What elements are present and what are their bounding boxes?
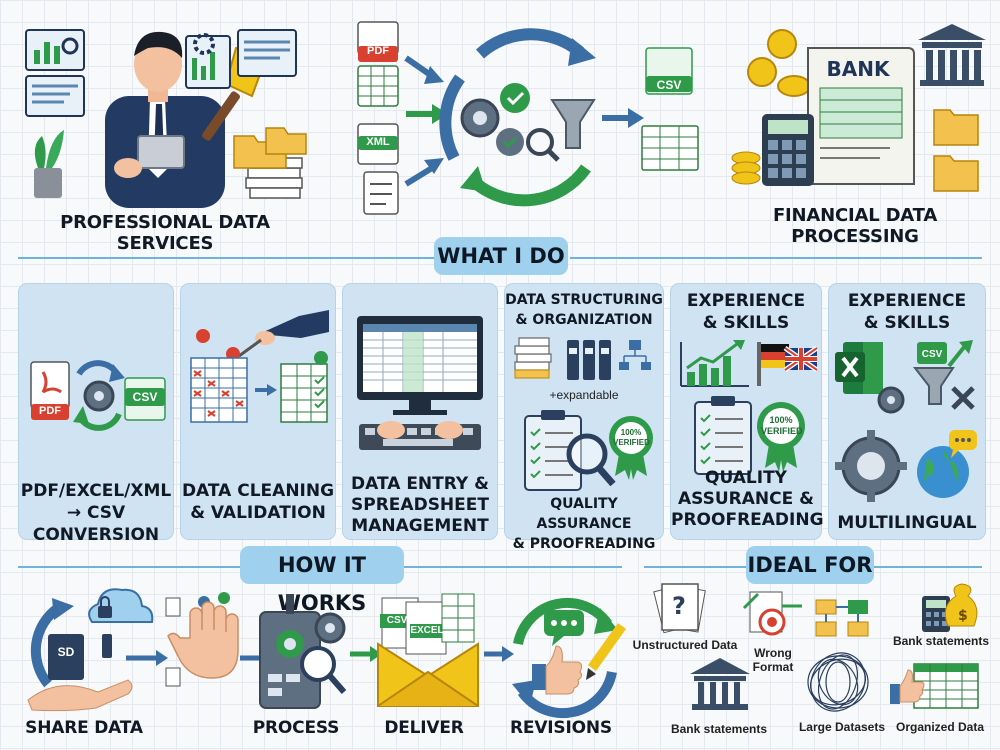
xml-badge: XML — [366, 136, 390, 148]
panel-title-top: DATA STRUCTURING & ORGANIZATION — [505, 292, 663, 328]
ideal-unstructured-data: Unstructured Data — [632, 638, 738, 652]
professional-caption: PROFESSIONAL DATA SERVICES — [60, 212, 270, 254]
ideal-bank-statements-right: Bank statements — [892, 634, 990, 648]
financial-caption: FINANCIAL DATA PROCESSING — [772, 205, 938, 247]
data-cleaning-icon — [190, 310, 329, 423]
ideal-large-datasets: Large Datasets — [798, 720, 886, 734]
service-card-data-entry: DATA ENTRY & SPREADSHEET MANAGEMENT — [342, 283, 498, 540]
qa-clipboard-icon — [524, 410, 653, 491]
step-process: PROCESS — [252, 718, 340, 738]
verified-seal-text: 100% VERIFIED — [613, 428, 650, 447]
service-card-structuring: DATA STRUCTURING & ORGANIZATION +expanda… — [504, 283, 664, 552]
panel-title-bottom: QUALITY ASSURANCE & PROOFREADING — [671, 468, 824, 530]
csv-badge: CSV — [132, 390, 158, 404]
how-divider-left — [18, 566, 248, 568]
svg-text:?: ? — [672, 592, 686, 620]
ideal-divider-right — [874, 566, 982, 568]
ideal-divider-left — [644, 566, 748, 568]
service-card-multilingual: EXPERIENCE & SKILLS CSV MULTILINGUAL — [828, 283, 986, 540]
expandable-note: +expandable — [549, 388, 619, 402]
excel-tools-icon — [835, 340, 975, 414]
step-share-data: SHARE DATA — [25, 718, 143, 738]
service-card-cleaning: DATA CLEANING & VALIDATION — [180, 283, 336, 540]
service-card-experience-qa: EXPERIENCE & SKILLS 100% VERIFIED QUALIT… — [670, 283, 824, 540]
divider-right — [570, 257, 982, 259]
ideal-for-heading: IDEAL FOR — [746, 546, 874, 584]
computer-keyboard-icon — [357, 316, 483, 450]
csv-badge: CSV — [921, 349, 943, 360]
verified-seal-text: 100% VERIFIED — [761, 415, 803, 436]
panel-title-bottom: QUALITY ASSURANCE & PROOFREADING — [512, 496, 656, 552]
panel-title-top: EXPERIENCE & SKILLS — [847, 291, 967, 333]
panel-title: DATA CLEANING & VALIDATION — [181, 481, 335, 523]
panel-title: PDF/EXCEL/XML → CSV CONVERSION — [20, 481, 172, 545]
what-i-do-heading: WHAT I DO — [434, 237, 568, 275]
conversion-icon — [30, 360, 166, 431]
svg-text:$: $ — [958, 608, 968, 624]
ideal-organized-data: Organized Data — [895, 720, 985, 734]
panel-title-bottom: MULTILINGUAL — [837, 513, 977, 533]
service-card-conversion: PDF CSV PDF/EXCEL/XML → CSV CONVERSION — [18, 283, 174, 545]
divider-left — [18, 257, 436, 259]
qa-clipboard-icon — [694, 396, 805, 475]
professional-illustration — [25, 29, 307, 208]
how-it-works-steps — [27, 588, 627, 719]
pdf-badge: PDF — [39, 405, 61, 417]
how-it-works-heading: HOW IT WORKS — [240, 546, 404, 615]
conversion-cycle-illustration — [357, 21, 699, 215]
step-revisions: REVISIONS — [510, 718, 612, 738]
experience-chart-flags-icon — [680, 340, 819, 387]
bank-label: BANK — [826, 57, 890, 81]
how-divider-right — [402, 566, 622, 568]
ideal-wrong-format: Wrong Format — [752, 646, 794, 674]
sd-card-label: SD — [57, 645, 75, 659]
step-deliver: DELIVER — [384, 718, 464, 738]
pdf-badge: PDF — [367, 45, 389, 57]
financial-illustration — [731, 24, 986, 192]
structuring-icon — [514, 337, 651, 380]
gears-globe-icon — [835, 430, 977, 502]
csv-badge: CSV — [386, 615, 408, 626]
ideal-bank-statements-left: Bank statements — [670, 722, 768, 736]
panel-title: DATA ENTRY & SPREADSHEET MANAGEMENT — [351, 474, 489, 536]
panel-title-top: EXPERIENCE & SKILLS — [686, 291, 806, 333]
csv-badge: CSV — [656, 78, 682, 92]
ideal-for-icons: ? $ — [653, 583, 979, 712]
excel-badge: EXCEL — [410, 625, 444, 636]
